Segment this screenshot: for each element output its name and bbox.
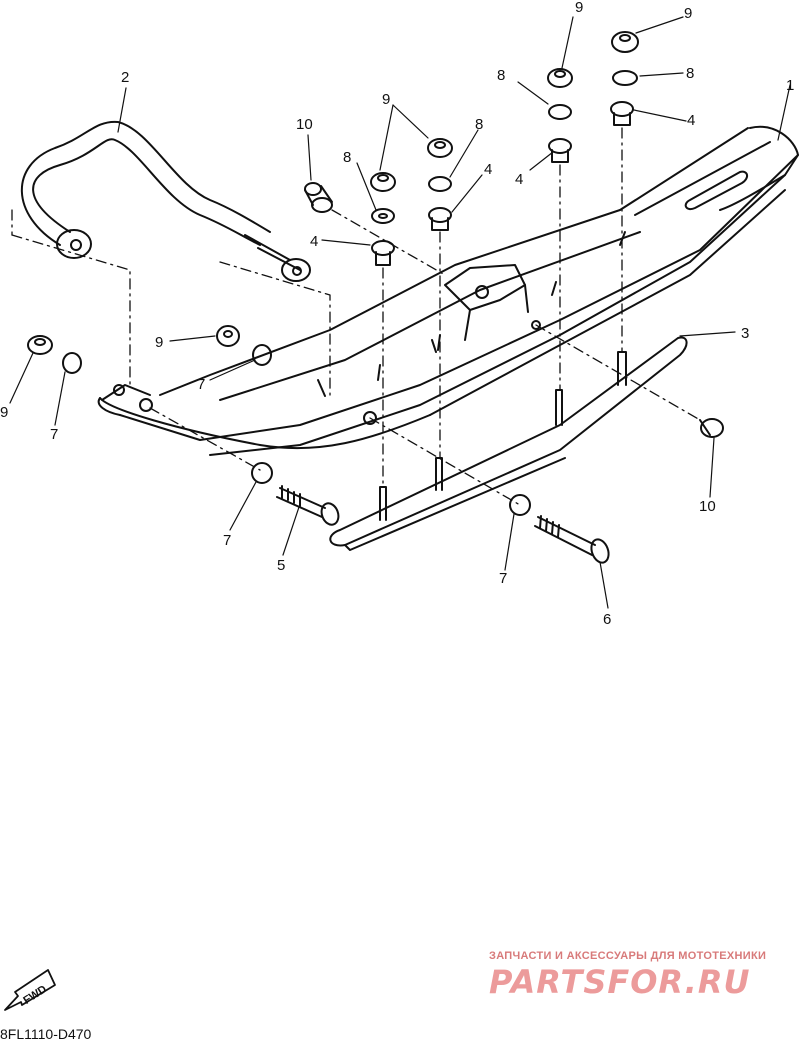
- bolt-5: [276, 485, 340, 526]
- fwd-label: FWD: [21, 983, 49, 1007]
- callout-8-d: 8: [343, 149, 352, 166]
- bushing-10-top: [304, 182, 333, 213]
- callout-8-a: 8: [686, 65, 695, 82]
- callout-9-d: 9: [155, 334, 164, 351]
- callout-4-a: 4: [687, 112, 696, 129]
- callout-9-a: 9: [575, 0, 584, 16]
- bolt-6: [534, 515, 610, 564]
- assembly-lines: [11, 127, 701, 506]
- callout-8-c: 8: [475, 116, 484, 133]
- callout-9-b: 9: [684, 5, 693, 22]
- fastener-front: [27, 325, 531, 516]
- ski-handle: [20, 120, 311, 282]
- diagram-reference-code: 8FL1110-D470: [0, 1026, 92, 1042]
- wear-bar: [329, 336, 688, 551]
- callout-2: 2: [121, 69, 130, 86]
- fastener-stack-center: [370, 138, 453, 266]
- watermark-logo: PARTSFOR.RU: [489, 963, 751, 1001]
- bushing-10-bottom: [699, 418, 724, 438]
- callout-4-b: 4: [515, 171, 524, 188]
- leader-lines: [9, 16, 791, 609]
- callout-7-d: 7: [499, 570, 508, 587]
- callout-9-e: 9: [0, 404, 9, 421]
- callout-10-a: 10: [296, 116, 313, 133]
- callout-4-d: 4: [310, 233, 319, 250]
- callout-6: 6: [603, 611, 612, 628]
- callout-5: 5: [277, 557, 286, 574]
- callout-7-a: 7: [197, 376, 206, 393]
- ski-body: [97, 125, 799, 456]
- callout-10-b: 10: [699, 498, 716, 515]
- fastener-stack-right: [547, 31, 639, 163]
- callout-7-c: 7: [223, 532, 232, 549]
- callout-4-c: 4: [484, 161, 493, 178]
- watermark-tagline: ЗАПЧАСТИ И АКСЕССУАРЫ ДЛЯ МОТОТЕХНИКИ: [489, 950, 767, 962]
- callout-8-b: 8: [497, 67, 506, 84]
- callout-9-c: 9: [382, 91, 391, 108]
- callout-7-b: 7: [50, 426, 59, 443]
- fwd-arrow-icon: FWD: [4, 969, 56, 1011]
- callout-3: 3: [741, 325, 750, 342]
- callout-1: 1: [786, 77, 795, 94]
